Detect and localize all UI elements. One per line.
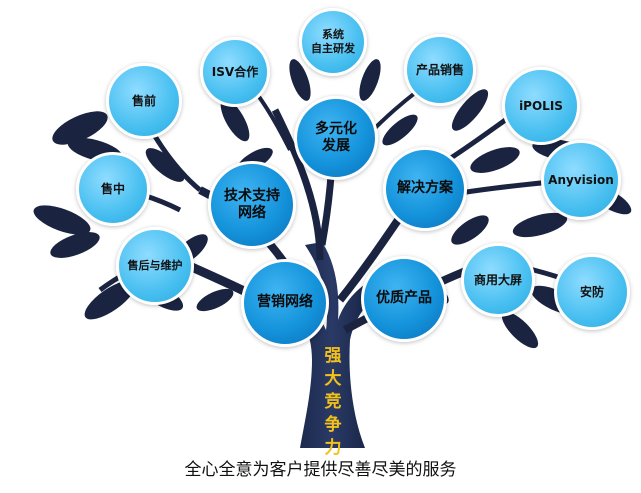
node-label: 解决方案 [397, 180, 453, 197]
node-label: 售中 [100, 181, 125, 196]
node-aftersale: 售后与维护 [116, 227, 194, 305]
node-system-rd: 系统 自主研发 [299, 8, 367, 76]
node-label: 售后与维护 [127, 259, 183, 273]
node-isv: ISV合作 [200, 37, 270, 107]
node-insale: 售中 [76, 152, 150, 226]
node-diversified: 多元化 发展 [294, 96, 378, 180]
node-label: ISV合作 [211, 64, 259, 79]
node-commercial-screen: 商用大屏 [461, 243, 535, 317]
node-product-sales: 产品销售 [404, 34, 476, 106]
node-anyvision: Anyvision [541, 140, 621, 220]
node-label: 营销网络 [257, 294, 313, 311]
node-label: 售前 [131, 93, 156, 108]
node-label: 优质产品 [376, 290, 432, 307]
node-label: 技术支持 网络 [224, 187, 280, 222]
node-label: Anyvision [548, 172, 614, 187]
node-solutions: 解决方案 [383, 147, 467, 231]
node-label: 安防 [579, 284, 604, 299]
node-quality-products: 优质产品 [361, 256, 447, 342]
node-presale: 售前 [106, 63, 182, 139]
node-label: iPOLIS [519, 98, 563, 113]
node-label: 产品销售 [415, 62, 464, 77]
node-marketing-network: 营销网络 [241, 259, 329, 347]
trunk-label: 强 大 竞 争 力 [324, 346, 342, 458]
node-label: 多元化 发展 [315, 120, 357, 155]
node-security: 安防 [554, 254, 630, 330]
node-ipolis: iPOLIS [502, 67, 580, 145]
node-label: 系统 自主研发 [311, 28, 355, 55]
node-tech-network: 技术支持 网络 [208, 161, 296, 249]
node-label: 商用大屏 [473, 272, 522, 287]
slogan: 全心全意为客户提供尽善尽美的服务 [184, 460, 457, 480]
